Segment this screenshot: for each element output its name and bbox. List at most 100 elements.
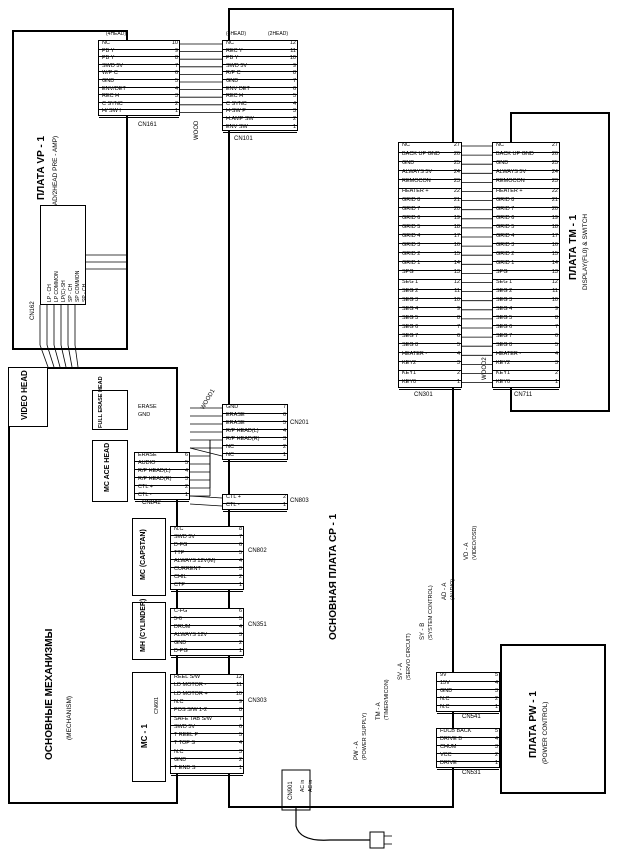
fe-head-pin: GND (138, 412, 151, 418)
pin-number: 2 (174, 100, 178, 107)
wood-label-3: WOOD2 (482, 357, 488, 380)
cn162-pin: LP(C)-SH (61, 280, 67, 302)
pin-number: 5 (554, 342, 558, 349)
pin-number: 5 (494, 672, 498, 678)
pin-number: 5 (494, 728, 498, 734)
pin-number: 5 (292, 93, 296, 100)
pin-number: 6 (456, 333, 460, 340)
pin-number: 3 (238, 632, 242, 638)
pin-number: 19 (551, 214, 558, 221)
mech-subtitle: (MECHANISM) (66, 695, 73, 740)
pin-number: 6 (292, 85, 296, 92)
cp-section-desc: (AUDIO) (450, 578, 456, 600)
pin-number: 1 (238, 765, 242, 772)
pin-number: 8 (238, 707, 242, 714)
pin-number: 22 (551, 187, 558, 194)
cn842-label: CN842 (142, 500, 161, 506)
pin-number: 8 (554, 314, 558, 321)
pin-number: 8 (238, 526, 242, 532)
pin-number: 5 (238, 550, 242, 556)
cp-section-code: TM - A (376, 702, 382, 720)
pin-number: 6 (174, 70, 178, 77)
pin-number: 11 (552, 287, 558, 294)
ace-head-block (92, 440, 128, 502)
cp1-title: ОСНОВНАЯ ПЛАТА CP - 1 (328, 513, 339, 640)
pin-number: 2 (494, 696, 498, 702)
cylinder-label: MH (CYLINDER) (140, 598, 147, 652)
pin-number: 2 (494, 752, 498, 758)
cylinder-block (132, 602, 166, 660)
pin-number: 1 (456, 378, 460, 385)
cn162-pin: LP - CH (47, 284, 53, 302)
wire (189, 495, 223, 499)
pin-number: 9 (554, 305, 558, 312)
pin-number: 18 (551, 223, 558, 230)
pin-number: 10 (171, 40, 178, 46)
pin-number: 3 (238, 748, 242, 755)
pin-number: 15 (453, 251, 460, 258)
cp-section-desc: (VIDEO/OSD) (472, 525, 478, 560)
connector-pin: R/P HEAD(L)4 (223, 428, 287, 438)
connector-pin: HEATER +22 (493, 187, 559, 199)
cn162-pin: SP COMMON (75, 270, 81, 302)
cn161-tag: (4HEAD) (106, 31, 127, 37)
pin-number: 5 (174, 78, 178, 84)
mech-title: ОСНОВНЫЕ МЕХАНИЗМЫ (44, 628, 55, 760)
pw1-subtitle: (POWER CONTROL) (542, 701, 549, 764)
pin-number: 1 (554, 378, 558, 385)
pw1-title: ПЛАТА PW - 1 (528, 691, 539, 758)
pin-number: 15 (551, 251, 558, 258)
pin-number: 26 (453, 151, 460, 158)
pin-number: 14 (453, 260, 460, 267)
pin-number: 12 (235, 674, 242, 680)
connector-pin: LD MOTOR -11 (171, 682, 243, 693)
pin-number: 7 (238, 534, 242, 540)
wire (189, 503, 223, 507)
cp-section-code: AD - A (442, 582, 448, 600)
connector-pin: HEATER -4 (399, 351, 461, 363)
pin-number: 3 (184, 476, 188, 482)
pin-number: 5 (238, 732, 242, 739)
cn162-label: CN162 (30, 301, 36, 320)
pin-number: 4 (456, 351, 460, 358)
cp-section-desc: (POWER SUPPLY) (362, 712, 368, 760)
pin-number: 9 (456, 305, 460, 312)
pin-number: 9 (238, 698, 242, 705)
fe-head-block (92, 390, 128, 430)
cn901-label: CN901 (288, 781, 294, 800)
